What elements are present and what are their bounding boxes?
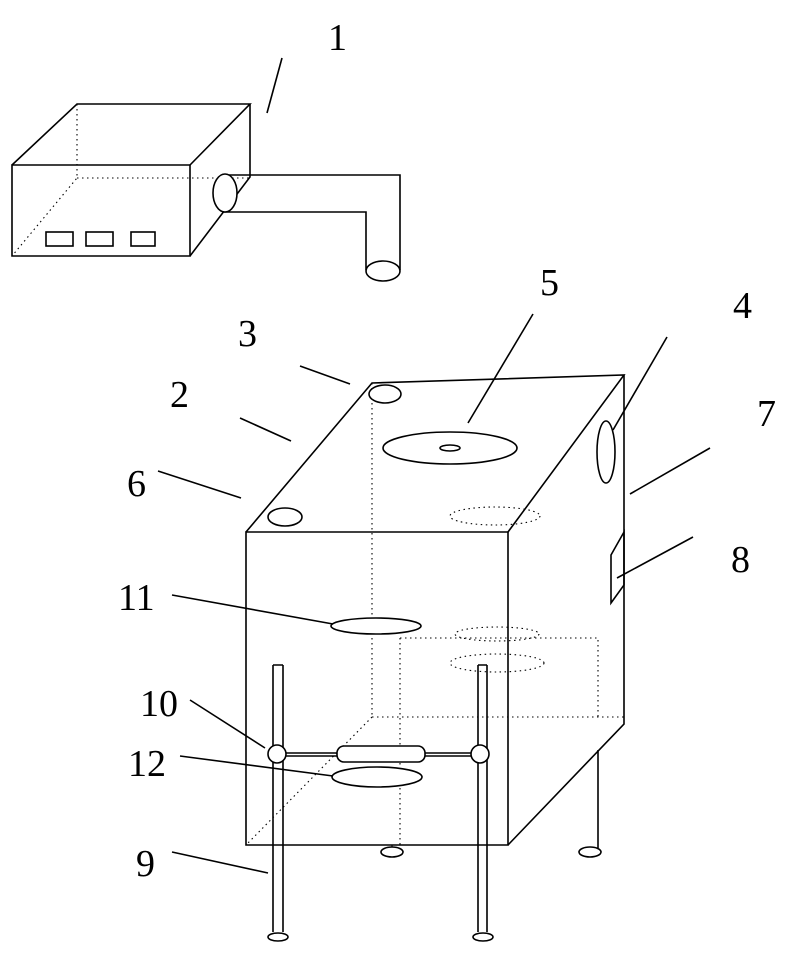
label-3: 3	[238, 313, 257, 355]
main-box	[245, 374, 626, 846]
device-box-top-face	[11, 103, 252, 166]
device-button-1	[45, 231, 74, 247]
front-slot-upper	[330, 617, 422, 635]
label-6: 6	[127, 463, 146, 505]
device-box-hidden-edges	[11, 104, 250, 257]
reference-numerals: 1 2 3 4 5 6 7 8 9 10 11 12	[118, 17, 776, 885]
main-box-hidden-edges	[245, 383, 624, 846]
label-9: 9	[136, 843, 155, 885]
side-panel-port	[610, 528, 625, 606]
hidden-opening-top	[449, 506, 541, 526]
hidden-opening-lower	[449, 653, 545, 673]
label-12: 12	[128, 743, 166, 785]
pipe	[212, 173, 401, 282]
front-left-foot	[267, 932, 289, 942]
hidden-opening-upper	[454, 626, 540, 642]
device-button-2	[85, 231, 114, 247]
leader-8	[616, 536, 694, 579]
crossbar-right-joint	[470, 744, 490, 764]
main-box-top-face	[245, 374, 626, 533]
pipe-inner-edge	[222, 211, 367, 270]
device-box-front-face	[11, 164, 191, 257]
label-5: 5	[540, 262, 559, 304]
legs	[267, 664, 602, 942]
crossbar	[267, 744, 490, 764]
leader-6	[157, 470, 242, 499]
pipe-outlet-opening	[365, 260, 401, 282]
crossbar-sleeve	[336, 745, 426, 763]
front-right-leg	[477, 664, 488, 932]
back-left-foot	[380, 846, 404, 858]
main-box-front-face	[245, 531, 509, 846]
leader-10	[189, 699, 266, 749]
leader-7	[629, 447, 711, 495]
side-round-port	[596, 420, 616, 484]
main-box-side-face	[507, 375, 625, 846]
label-1: 1	[328, 17, 347, 59]
pipe-inlet-opening	[212, 173, 238, 213]
leader-lines	[157, 57, 711, 874]
front-right-foot	[472, 932, 494, 942]
inner-chamber-hidden-edges	[399, 637, 599, 845]
top-hole-front	[267, 507, 303, 527]
crossbar-left-joint	[267, 744, 287, 764]
device-box-side-face	[189, 104, 251, 257]
leader-3	[299, 365, 351, 385]
label-2: 2	[170, 374, 189, 416]
label-11: 11	[118, 577, 155, 619]
top-opening-center	[439, 444, 461, 452]
front-left-leg	[272, 664, 284, 932]
leader-4	[612, 336, 668, 431]
leader-2	[239, 417, 292, 442]
label-8: 8	[731, 539, 750, 581]
top-hole-back	[368, 384, 402, 404]
label-10: 10	[140, 683, 178, 725]
leader-1	[266, 57, 283, 114]
leader-12	[179, 755, 334, 777]
leader-11	[171, 594, 334, 625]
label-7: 7	[757, 393, 776, 435]
device-box	[11, 103, 252, 257]
back-right-foot	[578, 846, 602, 858]
label-4: 4	[733, 285, 752, 327]
front-slot-lower	[331, 766, 423, 788]
device-button-3	[130, 231, 156, 247]
pipe-outer-edge	[222, 174, 401, 270]
leader-9	[171, 851, 269, 874]
leader-5	[467, 313, 534, 424]
